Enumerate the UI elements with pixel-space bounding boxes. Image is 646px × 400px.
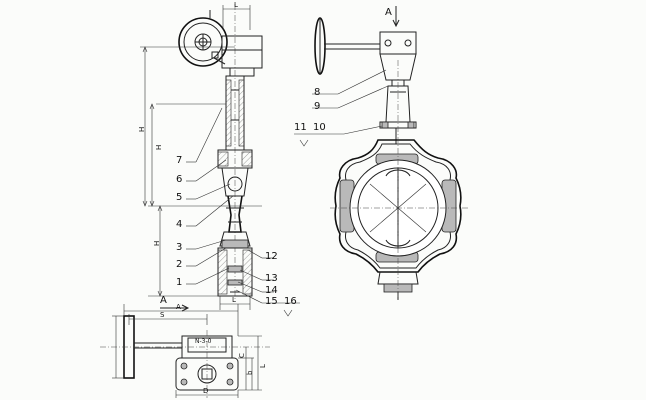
- neck-front: [379, 85, 417, 144]
- view-label-a-bottom: A: [160, 295, 167, 306]
- callout-2: 2: [176, 259, 183, 270]
- neck-assembly: [217, 75, 253, 197]
- handwheel-front: [314, 17, 380, 75]
- dim-l-top: L: [234, 1, 238, 9]
- callout-8: 8: [314, 87, 321, 98]
- dim-h-middle: H: [155, 144, 163, 150]
- valve-body-front: [330, 139, 470, 300]
- gearbox-nameplate: N-3-0: [195, 338, 212, 345]
- callout-16: 16: [284, 296, 297, 307]
- view-label-a-top: A: [385, 7, 392, 18]
- callout-12: 12: [265, 251, 278, 262]
- callout-4: 4: [176, 219, 183, 230]
- dim-h-upper: H: [138, 126, 146, 132]
- dim-l-bottom: L: [232, 296, 236, 304]
- lower-boss: [217, 231, 253, 297]
- callout-5: 5: [176, 192, 183, 203]
- front-view: [294, 6, 470, 300]
- callout-15: 15: [265, 296, 278, 307]
- gearbox-side: [221, 35, 263, 77]
- top-view: [100, 304, 270, 398]
- dim-l-right: L: [259, 364, 267, 368]
- handwheel-side: [178, 10, 228, 67]
- callout-6: 6: [176, 174, 183, 185]
- dim-b: b: [246, 370, 254, 375]
- dim-s: S: [160, 311, 165, 319]
- callout-1: 1: [176, 277, 183, 288]
- gearbox-front: [379, 31, 417, 87]
- callout-11: 11: [294, 122, 307, 133]
- dim-a: A: [176, 303, 181, 311]
- callout-13: 13: [265, 273, 278, 284]
- sectional-view: [140, 4, 300, 317]
- callout-10: 10: [313, 122, 326, 133]
- dim-c: C: [238, 353, 246, 358]
- callout-14: 14: [265, 285, 278, 296]
- callout-7: 7: [176, 155, 183, 166]
- callout-3: 3: [176, 242, 183, 253]
- dim-d: D: [203, 387, 209, 395]
- dim-h-lower: H: [153, 240, 161, 246]
- callout-9: 9: [314, 101, 321, 112]
